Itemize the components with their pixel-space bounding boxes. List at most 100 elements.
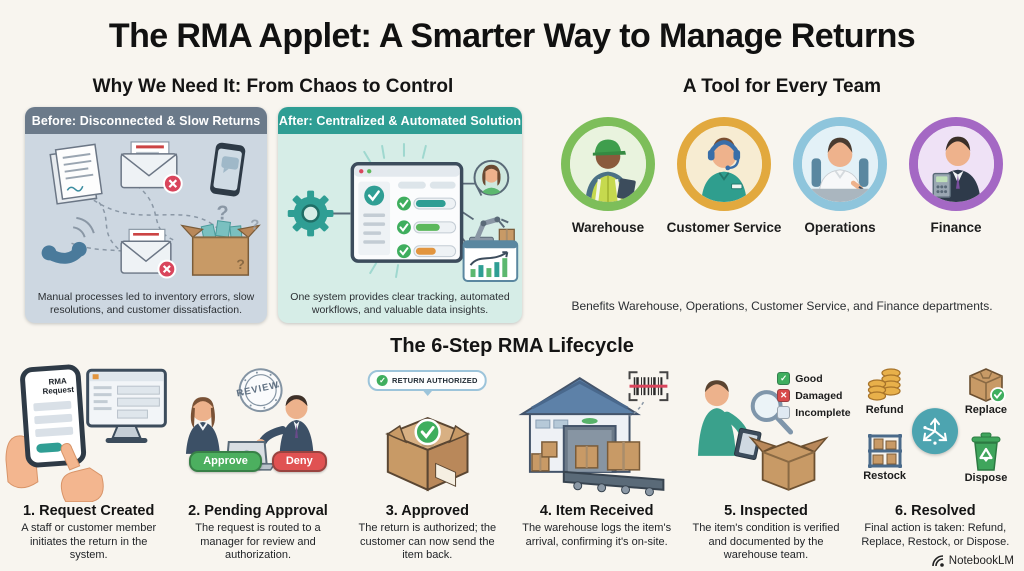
chaos-illustration: ? ? ? <box>25 134 267 283</box>
watermark: NotebookLM <box>931 554 1014 568</box>
step-description: The warehouse logs the item's arrival, c… <box>522 522 672 548</box>
step-description: The return is authorized; the customer c… <box>358 522 497 562</box>
team-customer-service: Customer Service <box>666 117 782 235</box>
review-stamp-icon <box>239 368 283 413</box>
page-title: The RMA Applet: A Smarter Way to Manage … <box>108 17 916 55</box>
banner-label: RETURN AUTHORIZED <box>392 376 478 385</box>
documents-icon <box>49 143 103 205</box>
finance-ring <box>909 117 1003 211</box>
pointing-hand <box>60 442 104 503</box>
outcome-replace: Replace <box>956 364 1016 416</box>
question-mark-2: ? <box>250 217 259 233</box>
box-check-icon <box>969 368 1006 403</box>
step-title: 6. Resolved <box>895 503 976 519</box>
outcome-dispose: Dispose <box>956 432 1016 484</box>
outcome-label: Restock <box>863 470 907 482</box>
outcome-restock: Restock <box>855 432 915 482</box>
approval-buttons: Approve Deny <box>173 451 342 472</box>
legend-incomplete: Incomplete <box>777 406 851 419</box>
inspector-icon <box>698 380 762 461</box>
rays <box>363 142 427 279</box>
teams-row: Warehouse <box>550 117 1014 235</box>
outcomes-grid: Refund Replace <box>851 364 1020 502</box>
step-request-created: RMA Request 1. Request Created A staff o… <box>4 364 173 563</box>
mystery-box-icon: ? <box>180 220 261 276</box>
outcome-label: Refund <box>865 404 904 416</box>
notebooklm-logo-icon <box>931 555 944 567</box>
team-finance: Finance <box>898 117 1014 235</box>
decision-hub-icon <box>912 408 959 455</box>
phone-icon <box>20 364 87 468</box>
desktop-monitor-icon <box>86 368 167 443</box>
dashboard-icon <box>350 162 464 263</box>
after-panel: After: Centralized & Automated Solution <box>278 107 522 323</box>
recycle-bin-icon <box>971 432 1001 471</box>
robot-arm-icon <box>469 216 515 243</box>
legend-label: Incomplete <box>795 406 851 419</box>
step-resolved: Refund Replace <box>851 364 1020 563</box>
approve-button: Approve <box>189 451 262 472</box>
svg-text:?: ? <box>236 256 245 272</box>
operations-ring <box>793 117 887 211</box>
lifecycle-heading: The 6-Step RMA Lifecycle <box>390 335 634 357</box>
pending-approval-illustration: REVIEW Approve Deny <box>173 364 342 502</box>
customer-service-ring <box>677 117 771 211</box>
customer-service-agent-icon <box>701 137 747 202</box>
watermark-label: NotebookLM <box>948 555 1014 567</box>
barcode-scan-icon <box>628 371 669 417</box>
step-item-received: 4. Item Received The warehouse logs the … <box>512 364 681 563</box>
legend-damaged: ✕ Damaged <box>777 389 850 402</box>
step-approved: ✓ RETURN AUTHORIZED 3. Approved The retu… <box>343 364 512 563</box>
conveyor-icon <box>562 470 665 497</box>
legend-label: Damaged <box>795 389 843 402</box>
email-error-icon-2 <box>120 228 177 279</box>
phone-handset-icon <box>41 216 95 264</box>
before-panel-header: Before: Disconnected & Slow Returns <box>25 107 267 134</box>
legend-label: Good <box>795 372 823 385</box>
analytics-chart-icon <box>462 240 519 283</box>
inspected-illustration: ✓ Good ✕ Damaged Incomplete <box>681 364 851 502</box>
after-panel-header: After: Centralized & Automated Solution <box>278 107 522 134</box>
team-warehouse: Warehouse <box>550 117 666 235</box>
question-mark: ? <box>217 202 229 224</box>
resolved-illustration: Refund Replace <box>851 364 1020 502</box>
after-caption: One system provides clear tracking, auto… <box>290 290 510 317</box>
good-checkbox-icon: ✓ <box>777 372 791 385</box>
before-panel: Before: Disconnected & Slow Returns <box>25 107 267 323</box>
finance-analyst-icon <box>932 136 981 202</box>
step-inspected: ✓ Good ✕ Damaged Incomplete 5. Inspected… <box>681 364 851 563</box>
request-created-illustration: RMA Request <box>4 364 173 503</box>
operations-manager-icon <box>809 137 871 202</box>
step-description: Final action is taken: Refund, Replace, … <box>861 522 1010 548</box>
incomplete-checkbox-icon <box>777 406 791 419</box>
outcome-refund: Refund <box>855 364 915 416</box>
operations-label: Operations <box>804 220 876 235</box>
finance-label: Finance <box>930 220 982 235</box>
coins-icon <box>867 368 901 401</box>
step-title: 2. Pending Approval <box>188 503 328 519</box>
item-received-illustration <box>512 364 681 502</box>
step-title: 3. Approved <box>385 503 469 519</box>
automation-illustration <box>278 134 522 283</box>
approved-illustration: ✓ RETURN AUTHORIZED <box>343 364 512 502</box>
open-box-icon <box>748 436 830 491</box>
condition-legend: ✓ Good ✕ Damaged Incomplete <box>777 372 851 419</box>
team-caption: Benefits Warehouse, Operations, Customer… <box>571 299 993 313</box>
step-title: 1. Request Created <box>22 503 155 519</box>
phone-screen-label: RMA Request <box>42 376 75 396</box>
step-description: The request is routed to a manager for r… <box>195 522 321 562</box>
email-error-icon <box>120 141 183 194</box>
step-description: A staff or customer member initiates the… <box>21 522 157 562</box>
gear-icon <box>287 190 334 237</box>
legend-good: ✓ Good <box>777 372 850 385</box>
warehouse-label: Warehouse <box>571 220 645 235</box>
step-title: 4. Item Received <box>539 503 654 519</box>
outcome-label: Replace <box>964 404 1008 416</box>
step-title: 5. Inspected <box>724 503 808 519</box>
outcome-label: Dispose <box>964 472 1008 484</box>
before-caption: Manual processes led to inventory errors… <box>37 290 255 317</box>
why-section-heading: Why We Need It: From Chaos to Control <box>92 76 454 97</box>
team-section-heading: A Tool for Every Team <box>682 76 882 97</box>
boxes-icon <box>531 441 641 472</box>
